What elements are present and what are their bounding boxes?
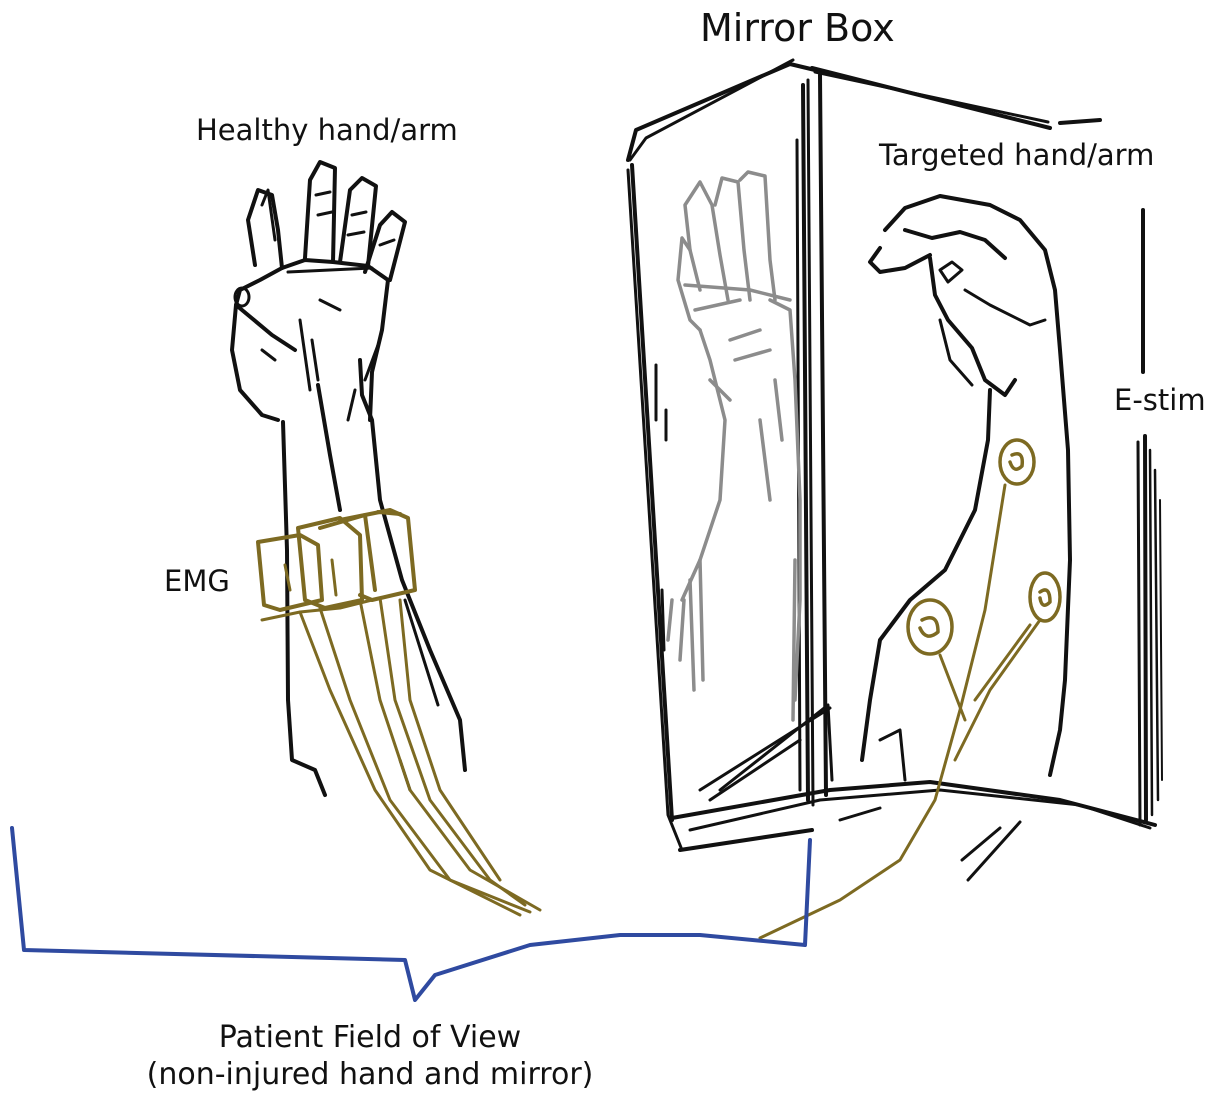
mirror-reflection [668, 172, 800, 720]
estim-label: E-stim [1114, 383, 1206, 417]
healthy-arm-label: Healthy hand/arm [196, 113, 458, 147]
field-of-view-subtitle: (non-injured hand and mirror) [0, 1057, 740, 1094]
field-of-view-label: Patient Field of View (non-injured hand … [0, 1020, 740, 1093]
estim-wires [760, 485, 1040, 938]
emg-electrodes [258, 510, 415, 620]
mirror-box [628, 60, 1162, 880]
field-of-view-bracket [12, 828, 810, 1000]
mirror-box-label: Mirror Box [700, 6, 895, 50]
targeted-arm [862, 196, 1070, 780]
targeted-arm-label: Targeted hand/arm [879, 138, 1154, 172]
field-of-view-title: Patient Field of View [0, 1020, 740, 1057]
emg-label: EMG [164, 564, 230, 598]
